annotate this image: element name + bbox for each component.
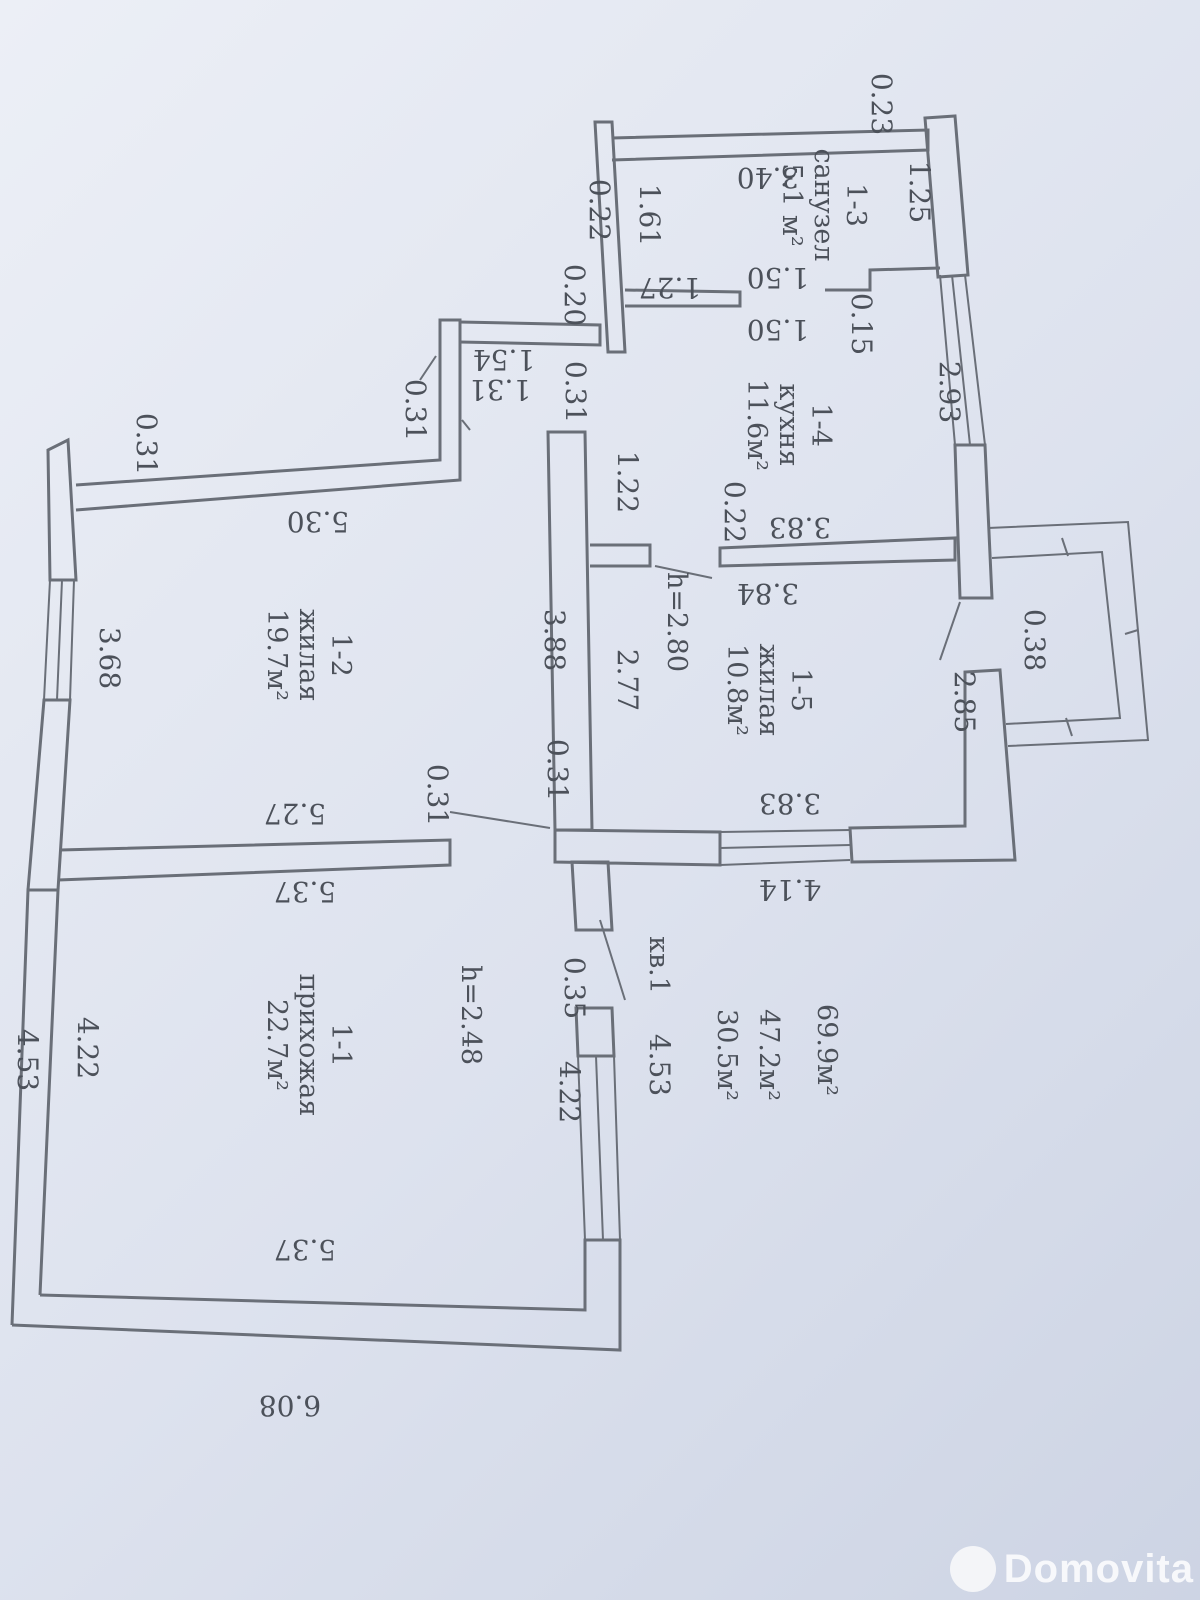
dim-031-b: 0.31 <box>541 739 574 801</box>
apartment-area-total: 69.9м² <box>811 1004 842 1096</box>
dim-031-a: 0.31 <box>421 764 454 826</box>
wall-stub-bottom <box>553 828 722 932</box>
dim-154: 1.54 <box>473 343 535 376</box>
dim-453-left: 4.53 <box>11 1029 44 1091</box>
wall-13-14 <box>624 288 742 308</box>
room-1-2-area: 19.7м² <box>261 609 292 701</box>
room-1-4-area: 11.6м² <box>741 379 772 471</box>
room-1-3-name: санузел <box>808 149 839 262</box>
room-1-3: 1-3 санузел 5.1 м² <box>776 149 871 262</box>
apartment-label: кв.1 <box>643 936 674 994</box>
room-1-3-area: 5.1 м² <box>776 163 807 246</box>
wall-top-12 <box>75 318 462 512</box>
dim-388: 3.88 <box>538 609 571 671</box>
dim-414: 4.14 <box>759 873 821 906</box>
room-1-4-name: кухня <box>773 383 804 466</box>
outer-wall-left-top <box>46 437 78 582</box>
dim-131: 1.31 <box>469 373 531 406</box>
room-1-2-id: 1-2 <box>325 633 356 676</box>
dim-023: 0.23 <box>865 73 898 135</box>
room-1-5-area: 10.8м² <box>721 644 752 736</box>
dim-015: 0.15 <box>845 293 878 355</box>
room-1-1: 1-1 прихожая 22.7м² <box>261 974 356 1117</box>
wall-13-step <box>825 266 941 292</box>
room-1-2-name: жилая <box>293 608 324 701</box>
dim-285: 2.85 <box>948 671 981 733</box>
wall-left-13 <box>593 120 627 354</box>
dim-527: 5.27 <box>264 797 326 830</box>
dim-293: 2.93 <box>933 361 966 423</box>
outer-wall-left <box>10 888 60 1326</box>
room-1-4: 1-4 кухня 11.6м² <box>741 379 836 471</box>
wall-right-13 <box>923 114 970 279</box>
ceiling-height-1: h=2.48 <box>455 965 486 1065</box>
dim-022-a: 0.22 <box>718 481 751 543</box>
walls <box>10 114 1150 1352</box>
room-1-4-id: 1-4 <box>805 403 836 446</box>
wall-15-14 <box>590 543 652 568</box>
wall-corridor-top <box>459 320 602 347</box>
wall-right-14 <box>953 443 994 600</box>
dim-161: 1.61 <box>633 184 666 246</box>
dim-383-b: 3.83 <box>759 787 821 820</box>
dim-530: 5.30 <box>287 505 349 538</box>
dim-022-b: 0.22 <box>583 179 616 241</box>
dim-422-right: 4.22 <box>553 1061 586 1123</box>
ceiling-height-2: h=2.80 <box>661 572 692 672</box>
dim-127: 1.27 <box>639 271 701 304</box>
leader-lines <box>419 355 961 1001</box>
window-15 <box>719 829 851 866</box>
room-1-1-id: 1-1 <box>325 1023 356 1066</box>
apartment-area-useful: 47.2м² <box>753 1009 784 1101</box>
dim-038: 0.38 <box>1018 609 1051 671</box>
dim-383-a: 3.83 <box>769 511 831 544</box>
dim-031-c: 0.31 <box>130 413 163 475</box>
window-11 <box>577 1055 621 1241</box>
dim-453-right: 4.53 <box>643 1034 676 1096</box>
room-1-1-area: 22.7м² <box>261 999 292 1091</box>
room-1-5-name: жилая <box>753 643 784 736</box>
room-1-2: 1-2 жилая 19.7м² <box>261 608 356 701</box>
dim-422-left: 4.22 <box>71 1017 104 1079</box>
wall-14-15-right <box>718 536 957 568</box>
dim-020: 0.20 <box>558 264 591 326</box>
apartment-area-living: 30.5м² <box>711 1009 742 1101</box>
window-left <box>43 579 75 701</box>
room-1-5-id: 1-5 <box>785 668 816 711</box>
balcony-arrows <box>1061 537 1139 737</box>
wall-bottom-15 <box>848 668 1017 864</box>
room-1-3-id: 1-3 <box>840 183 871 226</box>
dim-368: 3.68 <box>93 627 126 689</box>
room-1-1-name: прихожая <box>293 974 324 1117</box>
dim-537-top: 5.37 <box>274 875 336 908</box>
dim-150-a: 1.50 <box>747 313 809 346</box>
dimensions: 6.08 4.53 4.53 4.22 4.22 5.37 5.37 0.35 … <box>11 73 1051 1422</box>
dim-340: 3.40 <box>737 161 799 194</box>
wall-top-13 <box>611 128 930 162</box>
dim-031-d: 0.31 <box>399 379 432 441</box>
dim-035: 0.35 <box>558 957 591 1019</box>
outer-wall-left-upper <box>26 698 72 891</box>
dim-125: 1.25 <box>903 161 936 223</box>
dim-031-e: 0.31 <box>559 361 592 423</box>
dim-608: 6.08 <box>259 1389 321 1422</box>
room-1-5: 1-5 жилая 10.8м² <box>721 643 816 736</box>
brand-logo-icon <box>949 1546 996 1592</box>
dim-150-b: 1.50 <box>747 261 809 294</box>
brand-watermark: Domovita <box>949 1546 1194 1592</box>
window-14 <box>939 274 986 446</box>
dim-537-bottom: 5.37 <box>274 1233 336 1266</box>
dim-122: 1.22 <box>611 451 644 513</box>
dim-277: 2.77 <box>611 649 644 711</box>
wall-11-12 <box>57 838 452 882</box>
brand-name: Domovita <box>1003 1546 1194 1591</box>
dim-384: 3.84 <box>737 577 799 610</box>
